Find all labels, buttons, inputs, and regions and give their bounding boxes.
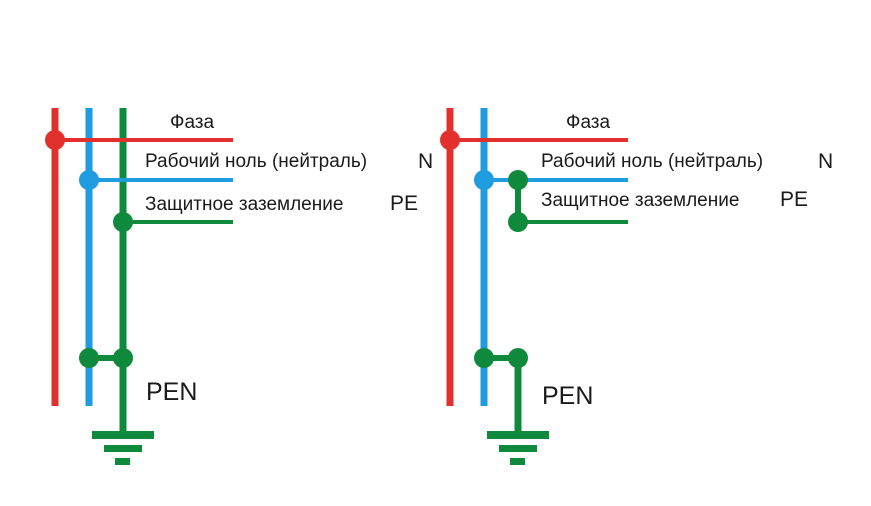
pen-junction-right	[113, 348, 133, 368]
neutral-junction	[79, 170, 99, 190]
earth-label: Защитное заземление	[541, 190, 739, 211]
earth-label: Защитное заземление	[145, 194, 343, 215]
phase-junction	[45, 130, 65, 150]
pen-junction-left	[79, 348, 99, 368]
neutral-label: Рабочий ноль (нейтраль)	[541, 151, 763, 172]
neutral-symbol: N	[418, 150, 433, 173]
phase-junction	[440, 130, 460, 150]
earth-symbol: PE	[390, 192, 418, 215]
diagram-right: Фаза Рабочий ноль (нейтраль) N Защитное …	[440, 108, 833, 465]
pen-label: PEN	[146, 378, 197, 406]
neutral-label: Рабочий ноль (нейтраль)	[145, 151, 367, 172]
phase-label: Фаза	[170, 112, 215, 133]
neutral-junction	[474, 170, 494, 190]
earth-junction	[113, 212, 133, 232]
pen-junction-left	[474, 348, 494, 368]
pen-junction-right	[508, 348, 528, 368]
neutral-earth-junction-top	[508, 170, 528, 190]
earth-symbol: PE	[780, 188, 808, 211]
neutral-symbol: N	[818, 150, 833, 173]
ground-symbol	[487, 431, 549, 465]
earth-junction	[508, 212, 528, 232]
pen-label: PEN	[542, 382, 593, 410]
diagram-left: Фаза Рабочий ноль (нейтраль) N Защитное …	[45, 108, 433, 465]
ground-symbol	[92, 431, 154, 465]
phase-label: Фаза	[566, 112, 611, 133]
